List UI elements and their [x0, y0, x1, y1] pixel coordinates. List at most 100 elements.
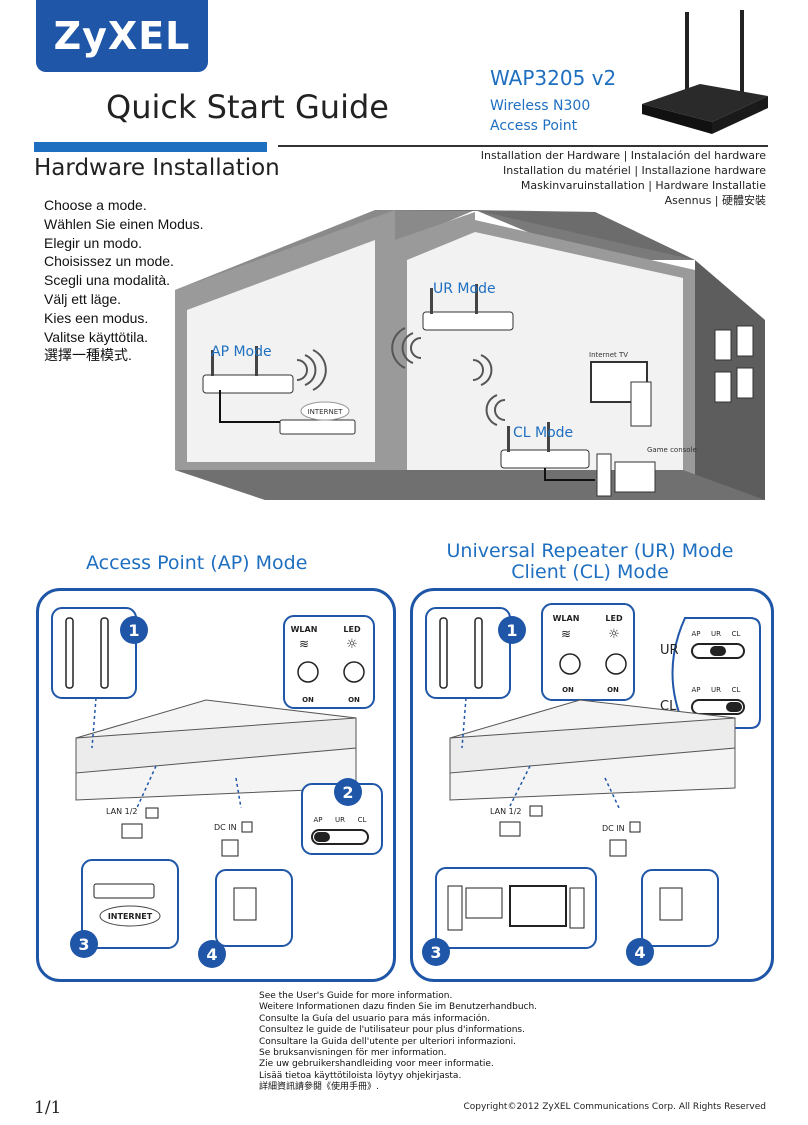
info-line: Consultare la Guida dell'utente per ulte…: [259, 1036, 516, 1047]
lan-port-icon: [529, 805, 543, 817]
step-3-number: 3: [430, 943, 441, 962]
antenna: [211, 350, 214, 376]
led-button-icon: [605, 653, 627, 675]
game-console-label: Game console: [647, 446, 697, 454]
switch-cl-label: CL: [732, 630, 741, 638]
modem-card: [81, 859, 179, 949]
info-line: Se bruksanvisningen för mer information.: [259, 1048, 447, 1059]
ur-title-line: Universal Repeater (UR) Mode: [446, 540, 734, 562]
monitor-icon: [614, 461, 656, 493]
wlan-on-label: ON: [302, 696, 314, 704]
ap-router-icon: [202, 374, 294, 394]
switch-cl-label: CL: [358, 816, 367, 824]
cl-router-icon: [500, 449, 590, 469]
leader-line: [509, 765, 531, 807]
info-line: Zie uw gebruikershandleiding voor meer i…: [259, 1059, 494, 1070]
wifi-waves-icon: [485, 394, 506, 426]
house-roof-top: [375, 210, 695, 260]
leader-line: [235, 777, 242, 809]
translation-line: Maskinvaruinstallation | Hardware Instal…: [520, 179, 766, 192]
monitor-icon: [465, 887, 503, 919]
ap-mode-diagram: 1 WLAN LED ≋ ☼ ON ON LAN 1/2 DC IN 2 AP …: [51, 607, 383, 968]
dc-port-icon: [629, 821, 641, 833]
lan-port-icon: [145, 807, 159, 819]
window: [736, 367, 754, 399]
step-1-badge: [120, 616, 148, 644]
power-adapter-icon: [233, 887, 257, 921]
choose-mode-line: Choose a mode.: [44, 197, 147, 213]
switch-ap-label: AP: [313, 816, 322, 824]
router-back-panel: [75, 717, 357, 774]
internet-cloud: [300, 401, 350, 421]
antenna-icon: [439, 617, 448, 689]
router-antenna-left: [685, 12, 689, 92]
page-number: 1/1: [34, 1098, 62, 1118]
pc-tower-icon: [447, 885, 463, 931]
buttons-card: [541, 603, 635, 701]
antenna-card: [425, 607, 511, 699]
step-3-badge: [70, 930, 98, 958]
choose-mode-line: Elegir un modo.: [44, 234, 143, 251]
step-2-number: 2: [342, 783, 353, 802]
product-line-1: Wireless N300: [490, 98, 591, 114]
switch-ur-label: UR: [335, 816, 345, 824]
info-line: Weitere Informationen dazu finden Sie im…: [259, 1002, 538, 1013]
internet-cloud-icon: [99, 905, 161, 927]
power-plug-icon: [221, 839, 239, 857]
choose-mode-line: 選擇一種模式.: [44, 347, 132, 364]
step-4-number: 4: [206, 945, 217, 964]
info-line: Consulte la Guía del usuario para más in…: [259, 1013, 490, 1024]
ur-router-icon: [422, 311, 514, 331]
step-3-number: 3: [78, 935, 89, 954]
antenna: [255, 346, 258, 376]
product-description: Wireless N300 Access Point: [490, 96, 590, 136]
section-accent-bar: [34, 142, 267, 152]
modem-icon: [279, 419, 356, 435]
step-1-number: 1: [506, 621, 517, 640]
more-info-notes: See the User's Guide for more informatio…: [259, 991, 537, 1094]
led-label: LED: [343, 625, 361, 634]
ethernet-plug-icon: [121, 823, 143, 839]
product-line-2: Access Point: [490, 118, 578, 134]
switch-ap-label: AP: [691, 630, 700, 638]
window: [736, 325, 754, 357]
hardware-installation-translations: Installation der Hardware | Instalación …: [481, 148, 766, 208]
leader-line: [461, 697, 467, 749]
antenna: [547, 422, 550, 452]
game-console-icon: [630, 381, 652, 427]
pc-tower-icon: [596, 453, 612, 497]
router-back-panel: [449, 717, 736, 774]
antenna: [430, 288, 433, 314]
wifi-icon: ≋: [299, 637, 309, 651]
antenna: [507, 426, 510, 452]
window: [714, 329, 732, 361]
house-illustration: INTERNET AP Mode UR Mode CL Mode Interne…: [175, 210, 765, 500]
leader-line: [135, 765, 157, 811]
logo-text: ZyXEL: [53, 14, 191, 58]
wlan-button-icon: [297, 661, 319, 683]
wifi-icon: ≋: [561, 627, 571, 641]
cl-title-line: Client (CL) Mode: [511, 561, 669, 583]
cables: [219, 390, 595, 481]
router-side: [712, 96, 768, 134]
switch-ur-label: UR: [711, 686, 721, 694]
game-console-icon: [569, 887, 585, 929]
wifi-waves-icon: [391, 327, 422, 369]
buttons-card: [283, 615, 375, 709]
ur-side-label: UR: [660, 643, 679, 658]
step-4-badge: [626, 938, 654, 966]
power-adapter-icon: [659, 887, 683, 921]
wifi-waves-icon: [472, 354, 493, 386]
antenna: [475, 284, 478, 314]
section-divider: [278, 145, 768, 147]
antenna-icon: [474, 617, 483, 689]
step-2-badge: [334, 778, 362, 806]
antenna-icon: [100, 617, 109, 689]
house-floor: [175, 470, 765, 500]
wlan-button-icon: [559, 653, 581, 675]
power-plug-icon: [609, 839, 627, 857]
translation-line: Installation du matériel | Installazione…: [503, 164, 766, 177]
page-title: Quick Start Guide: [106, 88, 389, 126]
translation-line: Asennus | 硬體安裝: [664, 194, 766, 207]
internet-tv-label: Internet TV: [589, 351, 628, 359]
